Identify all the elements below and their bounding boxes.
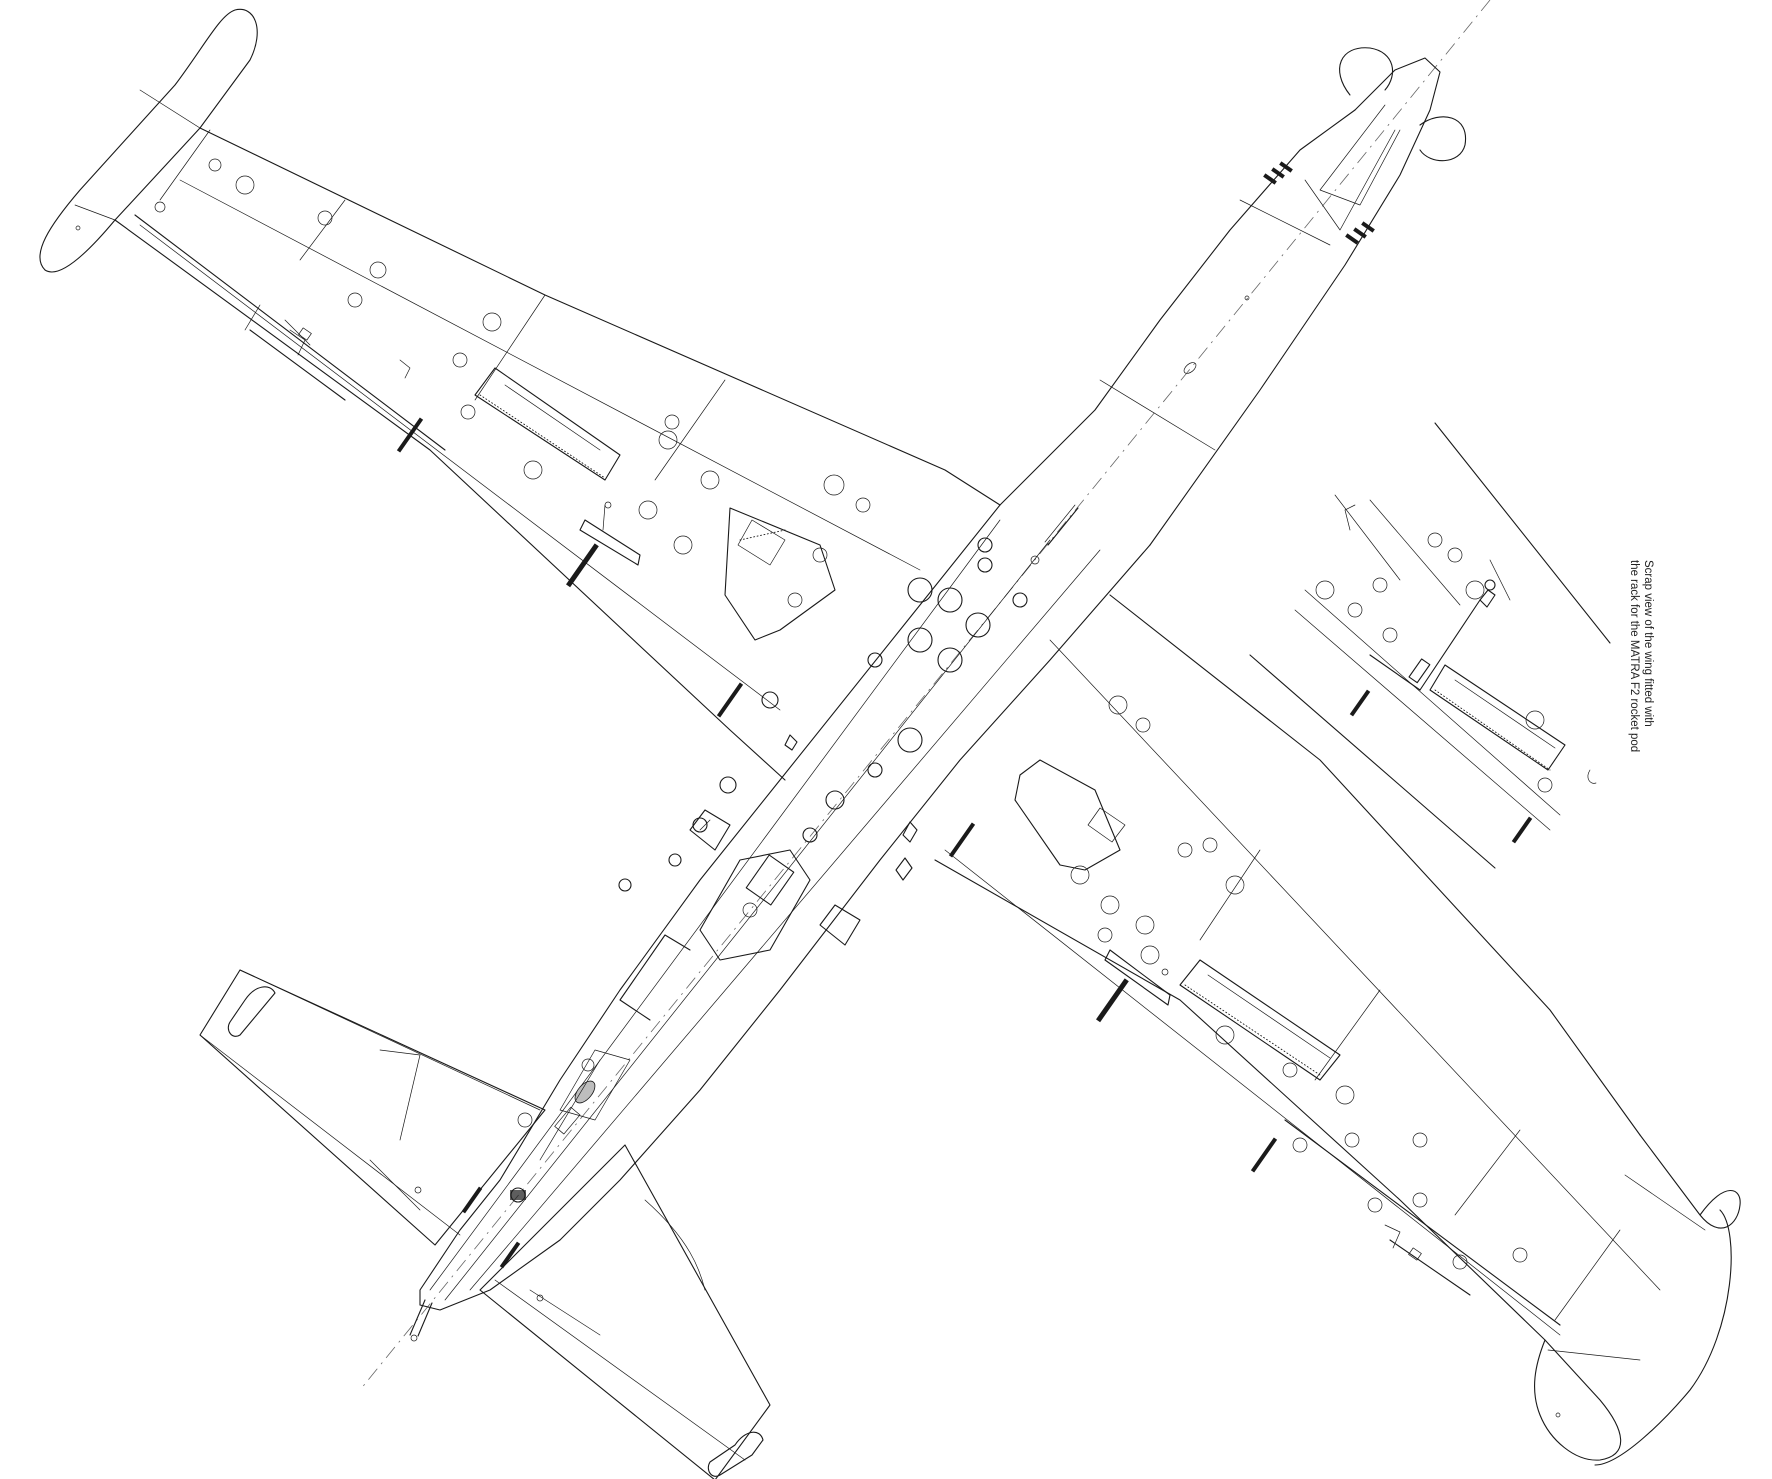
scrap-view-wing-rack (1249, 422, 1611, 869)
fuselage (409, 47, 1467, 1342)
caption-line-2: the rack for the MATRA F2 rocket pod (1628, 560, 1640, 753)
left-tailplane (199, 969, 546, 1246)
caption-line-1: Scrap view of the wing fitted with (1642, 560, 1654, 727)
right-tailplane (479, 1112, 771, 1479)
left-wing (39, 8, 1001, 781)
scrap-view-caption: Scrap view of the wing fitted with the r… (1627, 560, 1655, 800)
arrestor-hook-detail (510, 1187, 526, 1203)
fuselage-centerline (359, 0, 1491, 1391)
right-wing (934, 594, 1741, 1466)
